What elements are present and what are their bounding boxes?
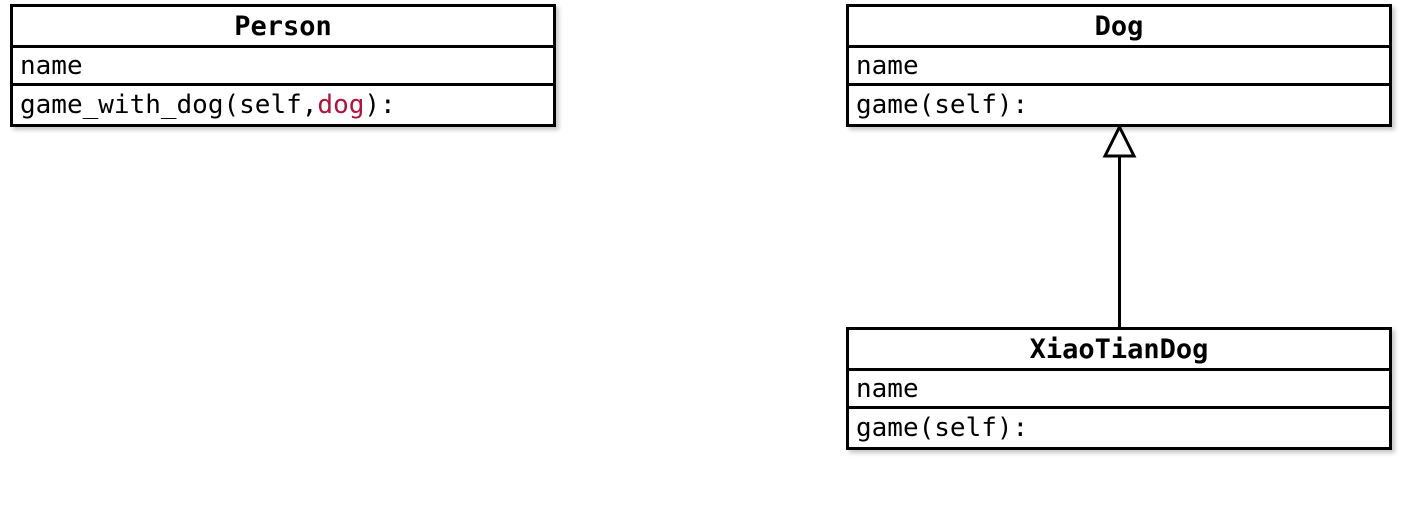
- class-name-xiaotiandog: XiaoTianDog: [849, 330, 1389, 371]
- class-attribute-xiaotiandog-name: name: [849, 371, 1389, 409]
- uml-class-xiaotiandog[interactable]: XiaoTianDog name game(self):: [846, 327, 1392, 450]
- method-signature-prefix: game_with_dog(self,: [20, 90, 318, 120]
- uml-class-dog[interactable]: Dog name game(self):: [846, 4, 1392, 127]
- class-method-dog-game: game(self):: [856, 90, 1029, 120]
- method-parameter-dog: dog: [317, 90, 365, 120]
- class-method-xiaotiandog-game: game(self):: [856, 413, 1029, 443]
- generalization-arrow-xiaotiandog-to-dog: [1102, 123, 1137, 331]
- uml-class-person[interactable]: Person name game_with_dog(self, dog):: [10, 4, 556, 127]
- class-attribute-person-name: name: [13, 48, 553, 86]
- class-method-person-game-with-dog: game_with_dog(self, dog):: [13, 86, 553, 124]
- class-name-person: Person: [13, 7, 553, 48]
- class-name-dog: Dog: [849, 7, 1389, 48]
- method-signature-suffix: ):: [364, 90, 396, 120]
- class-attribute-dog-name: name: [849, 48, 1389, 86]
- hollow-triangle-arrowhead-icon: [1102, 123, 1137, 158]
